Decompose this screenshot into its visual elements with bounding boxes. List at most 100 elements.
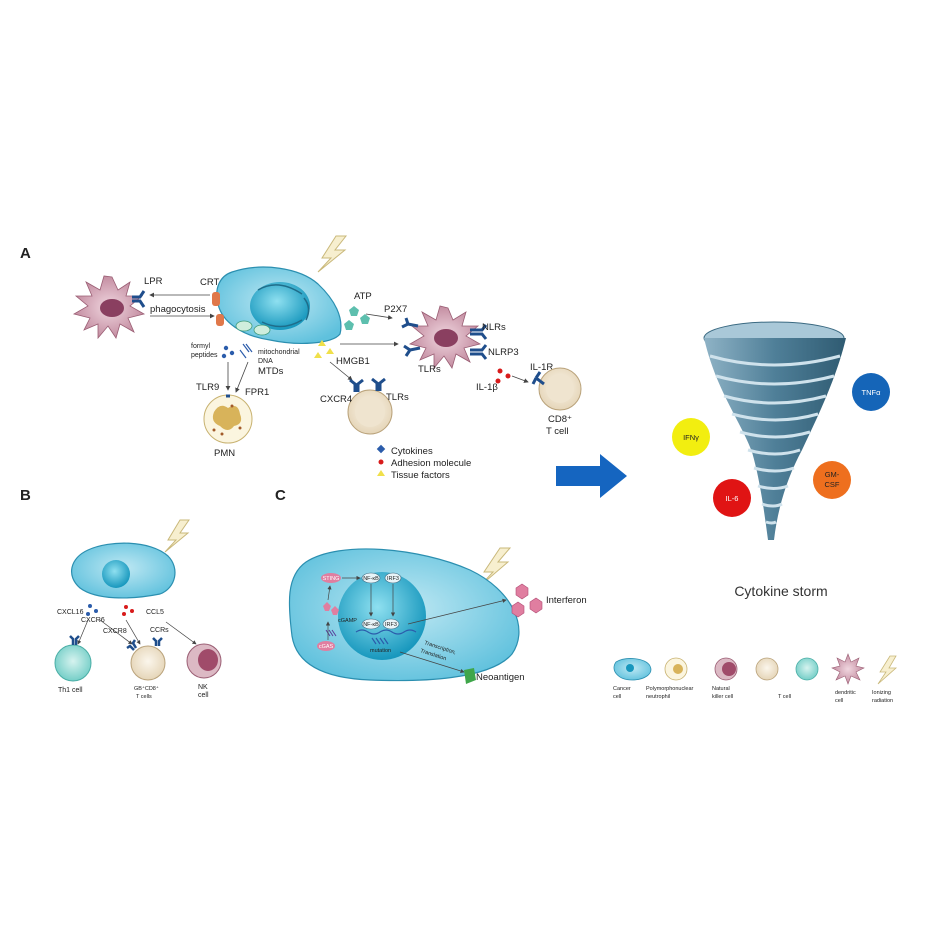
lightning-icon-b <box>164 519 190 553</box>
legend-adhesion: Adhesion molecule <box>391 458 471 469</box>
hmgb1-molecules-icon <box>314 340 334 358</box>
phagocytosis-label: phagocytosis <box>150 304 206 315</box>
legend-ir-line1: Ionizing <box>872 690 891 696</box>
il1r-receptor <box>531 371 545 386</box>
arrow-to-nk <box>165 621 197 645</box>
nlrp3-label: NLRP3 <box>488 347 519 358</box>
legend-nk-line1: Natural <box>712 686 730 692</box>
legend-pmn-line1: Polymorphonuclear <box>646 686 694 692</box>
legend-ir-line2: radiation <box>872 698 893 704</box>
crt-marker-2 <box>216 314 224 326</box>
cgas-label: cGAS <box>319 644 334 650</box>
panel-a: A LPR CRT phagocytosis ATP <box>20 235 582 481</box>
arrow-il1b <box>511 375 529 383</box>
legend-tissue: Tissue factors <box>391 470 450 481</box>
lightning-icon <box>317 235 348 273</box>
arrow-ccl5-to-cd8 <box>125 619 141 645</box>
arrow-to-neoantigen <box>399 651 465 673</box>
atp-label: ATP <box>354 291 372 302</box>
il1b-molecules-icon <box>495 368 511 384</box>
nlrs-receptor <box>470 324 488 340</box>
cd8-t-cell-nucleus <box>546 375 574 403</box>
cgas-shape <box>317 641 335 651</box>
cxcr4-receptor <box>349 378 364 392</box>
tlr9-label: TLR9 <box>196 382 219 393</box>
legend-dendritic-icon <box>831 653 865 685</box>
pmn-label: PMN <box>214 448 235 459</box>
cancer-cell-c-nucleus <box>338 572 426 660</box>
tlrs-receptor-dc <box>403 344 421 357</box>
cd8-label-line2: T cell <box>546 426 569 437</box>
formyl-peptides-icon <box>221 345 235 359</box>
nfkb-cyto-shape <box>361 572 381 584</box>
legend-lightning-icon <box>877 655 898 685</box>
mutation-dna-icon <box>371 637 389 645</box>
legend-nk-line2: killer cell <box>712 694 733 700</box>
panel-b-label: B <box>20 487 31 504</box>
ccl5-label: CCL5 <box>146 609 164 616</box>
tnfa-circle <box>852 373 890 411</box>
lpr-receptor <box>132 290 146 308</box>
legend-t-cell-label: T cell <box>778 694 791 700</box>
nfkb-nuc-shape <box>361 618 381 630</box>
cancer-cell-a <box>216 266 342 344</box>
cancer-cell-b-nucleus <box>102 560 130 588</box>
mito-label-line2: DNA <box>258 358 273 365</box>
sting-shape <box>321 573 341 583</box>
cell-type-legend: Cancer cell Polymorphonuclear neutrophil… <box>613 653 898 704</box>
mtds-label: MTDs <box>258 366 284 377</box>
legend-cancer-line2: cell <box>613 694 621 700</box>
big-arrow-icon <box>556 454 627 498</box>
cxcl16-molecules-icon <box>86 604 98 616</box>
mito-label-line1: mitochondrial <box>258 349 300 356</box>
panel-c: C STING cGAMP cGAS NF-κB IRF3 NF-κB IRF3 <box>275 487 587 684</box>
nk-label-line2: cell <box>198 692 209 699</box>
lpr-label: LPR <box>144 276 163 287</box>
panel-b: B CXCL16 CCL5 CXCR6 CXCR8 CCRs Th1 cell … <box>20 487 222 700</box>
ccrs-label: CCRs <box>150 627 169 634</box>
t-cell-middle-nucleus <box>355 397 385 427</box>
cxcr8-label: CXCR8 <box>103 628 127 635</box>
gmcsf-label-line2: CSF <box>825 480 840 489</box>
cxcr6-receptor <box>69 635 80 645</box>
cxcr6-label: CXCR6 <box>81 617 105 624</box>
gmcsf-circle <box>813 461 851 499</box>
cd8-label-line1: CD8⁺ <box>548 414 572 425</box>
cgamp-molecules-icon <box>323 602 339 615</box>
nlrs-label: NLRs <box>482 322 506 333</box>
mutation-label: mutation <box>370 648 391 654</box>
formyl-label-line2: peptides <box>191 352 218 359</box>
th1-cell <box>54 644 92 682</box>
legend-cancer-nucleus <box>626 664 634 672</box>
pmn-cell <box>203 394 253 444</box>
tissue-factors-key-icon <box>377 470 385 476</box>
tornado-icon <box>703 321 846 540</box>
legend-cancer-line1: Cancer <box>613 686 631 692</box>
cxcr8-receptor <box>126 639 138 651</box>
legend-t-cell-icon-2 <box>795 657 819 681</box>
interferon-label: Interferon <box>546 595 587 606</box>
formyl-label-line1: formyl <box>191 343 211 350</box>
arrow-cgamp <box>327 585 332 601</box>
th1-label: Th1 cell <box>58 687 83 694</box>
arrow-cxcl16-to-cd8 <box>99 619 133 645</box>
dendritic-cell-right <box>408 305 482 370</box>
legend-pmn-line2: neutrophil <box>646 694 670 700</box>
il1b-label: IL-1β <box>476 382 498 393</box>
tlrs-receptor-t <box>371 377 386 391</box>
mitochondrial-dna-icon <box>239 343 253 359</box>
neoantigen-label: Neoantigen <box>476 672 525 683</box>
ccrs-receptor <box>152 637 163 646</box>
legend-dc-line2: cell <box>835 698 843 704</box>
interferon-molecules-icon <box>511 583 543 618</box>
il6-label: IL-6 <box>726 494 739 503</box>
tlrs-dc-label: TLRs <box>418 364 441 375</box>
cgamp-label: cGAMP <box>338 618 357 624</box>
legend-t-cell-icon-1 <box>755 657 779 681</box>
fpr1-label: FPR1 <box>245 387 269 398</box>
tnfa-label: TNFα <box>862 388 882 397</box>
dendritic-cell-left <box>72 275 146 340</box>
arrow-hmgb1-to-t <box>329 361 353 381</box>
nk-cell-nucleus <box>198 649 218 671</box>
irf3-cyto-label: IRF3 <box>387 576 399 582</box>
